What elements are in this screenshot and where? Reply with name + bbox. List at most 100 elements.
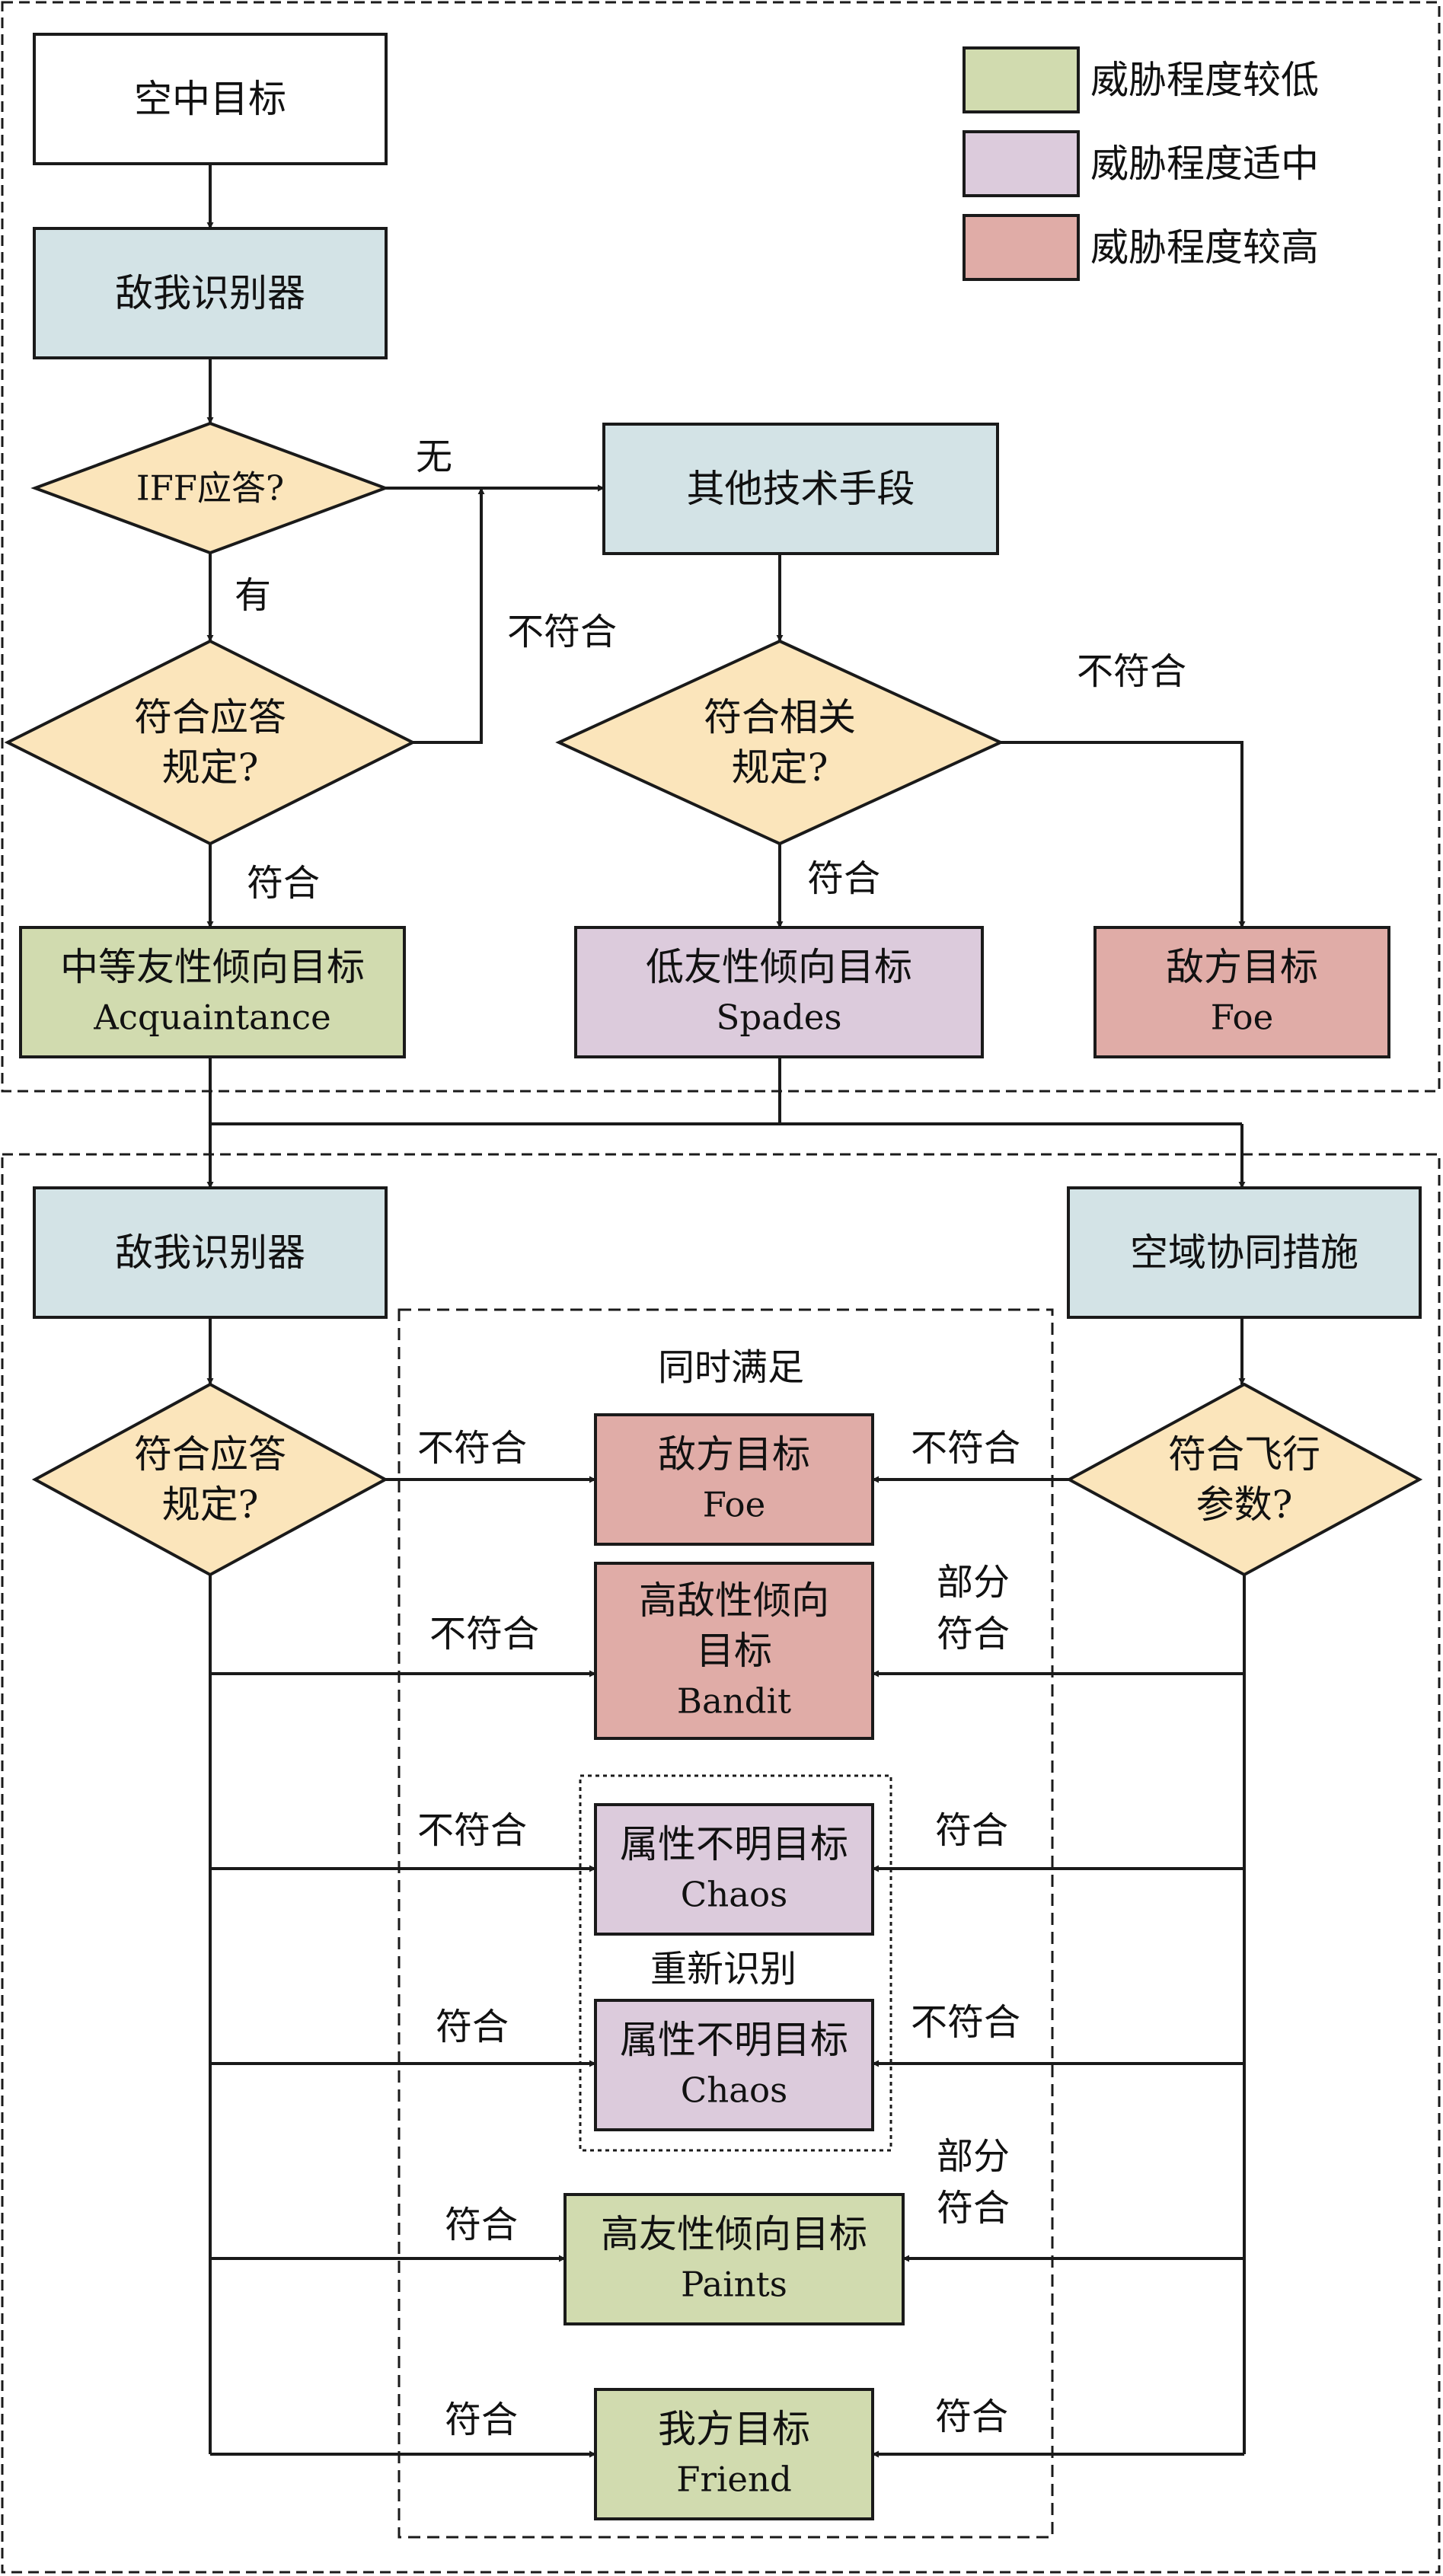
edge-label: 符合: [445, 2399, 518, 2441]
edge-label: 不符合: [911, 1427, 1020, 1470]
node-label: Chaos: [681, 2070, 787, 2111]
simultaneous-frame: [397, 1308, 1054, 2539]
node-label: IFF应答?: [136, 468, 284, 509]
node-label: 其他技术手段: [687, 467, 915, 511]
edge-label: 不符合: [1077, 650, 1186, 693]
chaos-target-node: 属性不明目标 Chaos: [594, 1803, 874, 1936]
edge-label: 不符合: [429, 1613, 539, 1655]
decision-diamond: [31, 1382, 389, 1577]
iff-device-node-2: 敌我识别器: [33, 1186, 388, 1319]
node-label: 属性不明目标: [620, 2018, 848, 2062]
decision-diamond: [555, 639, 1004, 846]
node-label: 参数?: [1196, 1483, 1293, 1527]
edge-label: 不符合: [417, 1809, 527, 1852]
foe-target-node-2: 敌方目标 Foe: [594, 1413, 874, 1546]
upper-section-frame: [1, 1, 1441, 1093]
node-label: 空中目标: [134, 77, 286, 121]
node-label: 我方目标: [658, 2407, 810, 2451]
node-box: [594, 1803, 874, 1936]
decision-diamond: [4, 639, 417, 846]
spades-target-node: 低友性倾向目标 Spades: [574, 926, 984, 1058]
node-label: 规定?: [162, 745, 259, 790]
node-box: [594, 1413, 874, 1546]
node-label: Chaos: [681, 1875, 787, 1915]
edge-label: 符合: [937, 2187, 1010, 2230]
edge-label: 符合: [937, 1613, 1010, 1655]
edge-label: 重新识别: [650, 1948, 797, 1990]
decision-diamond: [30, 421, 390, 555]
node-label: 符合应答: [134, 1432, 286, 1476]
edge-label: 不符合: [417, 1427, 527, 1470]
legend-label: 威胁程度较低: [1090, 58, 1319, 102]
legend-label: 威胁程度适中: [1090, 142, 1319, 186]
legend-swatch: [963, 214, 1080, 281]
node-label: 敌方目标: [1166, 945, 1318, 989]
edge-label: 不符合: [507, 611, 617, 653]
node-box: [574, 926, 984, 1058]
airspace-coordination-node: 空域协同措施: [1067, 1186, 1422, 1319]
node-label: Foe: [703, 1485, 766, 1525]
node-label: 属性不明目标: [620, 1822, 848, 1866]
node-label: 规定?: [162, 1483, 259, 1527]
iff-response-decision: IFF应答?: [30, 421, 390, 555]
node-label: 目标: [696, 1629, 772, 1673]
node-box: [33, 227, 388, 359]
node-label: Bandit: [677, 1681, 791, 1722]
node-label: 敌我识别器: [115, 271, 305, 315]
edge-label: 符合: [807, 857, 880, 900]
node-label: 规定?: [732, 745, 828, 790]
node-box: [594, 2388, 874, 2520]
chaos-target-node-2: 属性不明目标 Chaos: [594, 1999, 874, 2131]
node-label: 符合相关: [704, 695, 856, 739]
edge-label: 部分: [937, 2135, 1010, 2178]
node-label: Acquaintance: [93, 998, 330, 1038]
node-label: 符合应答: [134, 695, 286, 739]
edge-label: 不符合: [911, 2001, 1020, 2044]
node-box: [594, 1562, 874, 1740]
edge-label: 部分: [937, 1561, 1010, 1604]
foe-target-node: 敌方目标 Foe: [1093, 926, 1390, 1058]
legend-label: 威胁程度较高: [1090, 225, 1319, 270]
node-box: [1093, 926, 1390, 1058]
legend-swatch: [963, 46, 1080, 113]
lower-section-frame: [1, 1153, 1441, 2574]
edge-label: 同时满足: [658, 1346, 804, 1389]
node-box: [563, 2193, 905, 2325]
other-technical-means-node: 其他技术手段: [602, 423, 999, 555]
edge-label: 符合: [935, 1809, 1008, 1852]
node-label: 敌我识别器: [115, 1231, 305, 1275]
node-label: Spades: [717, 998, 842, 1038]
node-box: [19, 926, 406, 1058]
node-label: 敌方目标: [658, 1432, 810, 1476]
node-label: Foe: [1211, 998, 1274, 1038]
edge-label: 符合: [436, 2006, 509, 2048]
node-box: [33, 1186, 388, 1319]
arrow-reply-not-match: [413, 487, 485, 744]
friend-target-node: 我方目标 Friend: [594, 2388, 874, 2520]
node-label: 符合飞行: [1168, 1432, 1320, 1476]
node-label: 中等友性倾向目标: [60, 945, 365, 989]
node-label: 高友性倾向目标: [601, 2212, 867, 2256]
node-label: 空域协同措施: [1130, 1231, 1358, 1275]
node-label: 低友性倾向目标: [646, 945, 912, 989]
node-box: [33, 33, 388, 165]
acquaintance-target-node: 中等友性倾向目标 Acquaintance: [19, 926, 406, 1058]
node-label: Friend: [676, 2459, 792, 2500]
node-box: [602, 423, 999, 555]
edge-label: 符合: [445, 2204, 518, 2246]
decision-diamond: [1065, 1382, 1423, 1577]
edge-label: 有: [235, 574, 271, 617]
edge-label: 无: [416, 436, 452, 478]
air-target-node: 空中目标: [33, 33, 388, 165]
re-identify-frame: [579, 1774, 892, 2152]
node-box: [1067, 1186, 1422, 1319]
node-box: [594, 1999, 874, 2131]
arrow-rules-to-foe: [1001, 741, 1246, 928]
